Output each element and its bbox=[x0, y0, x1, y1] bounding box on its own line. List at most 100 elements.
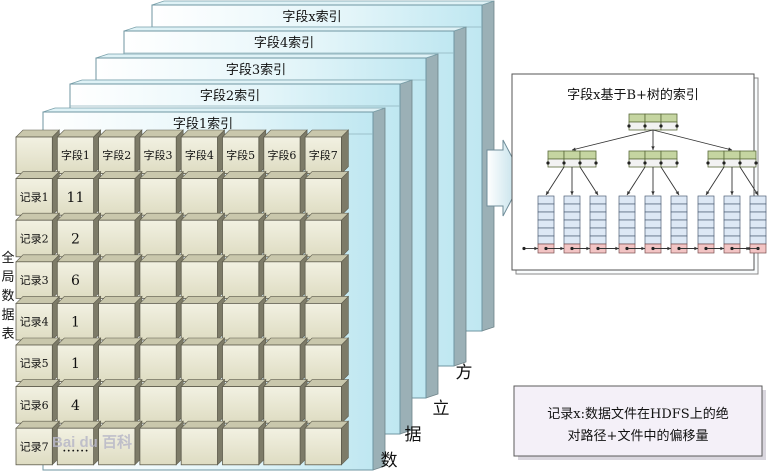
leaf-node bbox=[723, 195, 741, 254]
field1-value-cell: 2 bbox=[56, 212, 102, 258]
field-header-cell: 字段2 bbox=[97, 129, 143, 175]
grid-cell bbox=[221, 170, 267, 216]
note-box: 记录x:数据文件在HDFS上的绝 对路径+文件中的偏移量 bbox=[513, 385, 766, 460]
field-header-cell-text: 字段5 bbox=[226, 148, 255, 162]
grid-cell bbox=[139, 212, 184, 258]
note-line-2: 对路径+文件中的偏移量 bbox=[568, 428, 709, 444]
grid-cell bbox=[139, 254, 184, 300]
record-label-cell: 记录6 bbox=[15, 378, 61, 424]
side-label-char: 据 bbox=[1, 308, 14, 323]
tree-node bbox=[627, 150, 679, 168]
grid-cell bbox=[139, 170, 184, 216]
index-layer-title: 字段1索引 bbox=[173, 117, 233, 132]
field-header-cell: 字段3 bbox=[139, 129, 184, 175]
side-label-char: 表 bbox=[1, 327, 14, 342]
grid-cell bbox=[221, 295, 267, 341]
grid-cell bbox=[221, 337, 267, 383]
index-layer-title: 字段4索引 bbox=[254, 36, 314, 51]
grid-cell bbox=[263, 337, 308, 383]
record-label-cell: 记录4 bbox=[15, 295, 61, 341]
record-label-cell-text: 记录2 bbox=[20, 232, 49, 245]
side-label-char: 局 bbox=[1, 270, 14, 285]
side-label-char: 数 bbox=[1, 289, 14, 304]
field-header-cell-text: 字段3 bbox=[144, 148, 173, 162]
field1-value-cell: 11 bbox=[56, 170, 102, 216]
field1-value-cell: 1 bbox=[56, 295, 102, 341]
leaf-node bbox=[537, 195, 555, 254]
field1-value-cell-text: 4 bbox=[71, 398, 80, 414]
tree-node bbox=[706, 150, 758, 168]
field1-value-cell: ...... bbox=[56, 420, 102, 466]
cube-label-char: 数 bbox=[381, 451, 398, 471]
grid-cell bbox=[304, 337, 350, 383]
leaf-node bbox=[563, 195, 581, 254]
grid-cell bbox=[97, 170, 143, 216]
field1-value-cell-text: 1 bbox=[71, 315, 80, 331]
record-label-cell: 记录2 bbox=[15, 212, 61, 258]
grid-cell bbox=[263, 212, 308, 258]
field1-value-cell-text: 6 bbox=[71, 273, 80, 289]
leaf-node bbox=[589, 195, 607, 254]
leaf-node bbox=[749, 195, 767, 254]
grid-cell bbox=[180, 420, 226, 466]
field-header-cell: 字段4 bbox=[180, 129, 226, 175]
grid-cell bbox=[221, 212, 267, 258]
grid-cell bbox=[304, 295, 350, 341]
record-label-cell-text: 记录6 bbox=[20, 399, 49, 412]
side-label-char: 全 bbox=[1, 250, 14, 266]
field1-value-cell-text: 11 bbox=[67, 190, 85, 206]
cube-label-char: 立 bbox=[433, 399, 450, 419]
record-label-cell-text: 记录5 bbox=[20, 357, 49, 370]
record-label-cell-text: 记录4 bbox=[20, 316, 49, 329]
record-label-cell: 记录1 bbox=[15, 170, 61, 216]
grid-cell bbox=[263, 420, 308, 466]
field1-value-cell-text: 1 bbox=[71, 356, 80, 372]
cube-label-char: 据 bbox=[405, 425, 422, 445]
grid-cell bbox=[139, 295, 184, 341]
field-header-cell-text: 字段6 bbox=[267, 148, 296, 162]
field1-value-cell-text: 2 bbox=[71, 231, 80, 247]
record-label-cell: 记录5 bbox=[15, 337, 61, 383]
tree-node bbox=[627, 113, 679, 131]
leaf-node bbox=[618, 195, 636, 254]
field-header-cell: 字段6 bbox=[263, 129, 308, 175]
grid-cell bbox=[180, 337, 226, 383]
baidu-watermark: Bai du 百科 bbox=[52, 433, 132, 451]
record-label-cell-text: 记录1 bbox=[20, 191, 49, 204]
grid-cell bbox=[304, 420, 350, 466]
grid-cell bbox=[97, 337, 143, 383]
record-label-cell-text: 记录3 bbox=[20, 274, 49, 287]
grid-cell bbox=[263, 378, 308, 424]
grid-cell bbox=[97, 212, 143, 258]
grid-cell bbox=[304, 170, 350, 216]
record-label-cell-text: 记录7 bbox=[20, 440, 49, 453]
record-label-cell: 记录3 bbox=[15, 254, 61, 300]
field-header-cell-text: 字段1 bbox=[61, 148, 90, 162]
grid-cell bbox=[97, 254, 143, 300]
field-header-cell-text: 字段7 bbox=[309, 148, 338, 162]
grid-cell bbox=[304, 212, 350, 258]
grid-cell bbox=[304, 254, 350, 300]
leaf-node bbox=[644, 195, 662, 254]
index-layer-title: 字段3索引 bbox=[226, 63, 286, 78]
btree-panel: 字段x基于B+树的索引 bbox=[511, 73, 767, 275]
tree-node bbox=[546, 150, 598, 168]
field1-value-cell: 1 bbox=[56, 337, 102, 383]
grid-cell bbox=[221, 254, 267, 300]
grid-cell bbox=[180, 295, 226, 341]
grid-cell bbox=[180, 212, 226, 258]
grid-cell bbox=[304, 378, 350, 424]
grid-cell bbox=[139, 337, 184, 383]
grid-cell bbox=[263, 295, 308, 341]
record-label-cell: 记录7 bbox=[15, 420, 61, 466]
note-line-1: 记录x:数据文件在HDFS上的绝 bbox=[547, 406, 728, 422]
grid-cell bbox=[263, 254, 308, 300]
index-layer-title: 字段2索引 bbox=[200, 89, 260, 104]
grid-cell bbox=[97, 378, 143, 424]
btree-title: 字段x基于B+树的索引 bbox=[567, 87, 699, 103]
grid-cell bbox=[180, 378, 226, 424]
